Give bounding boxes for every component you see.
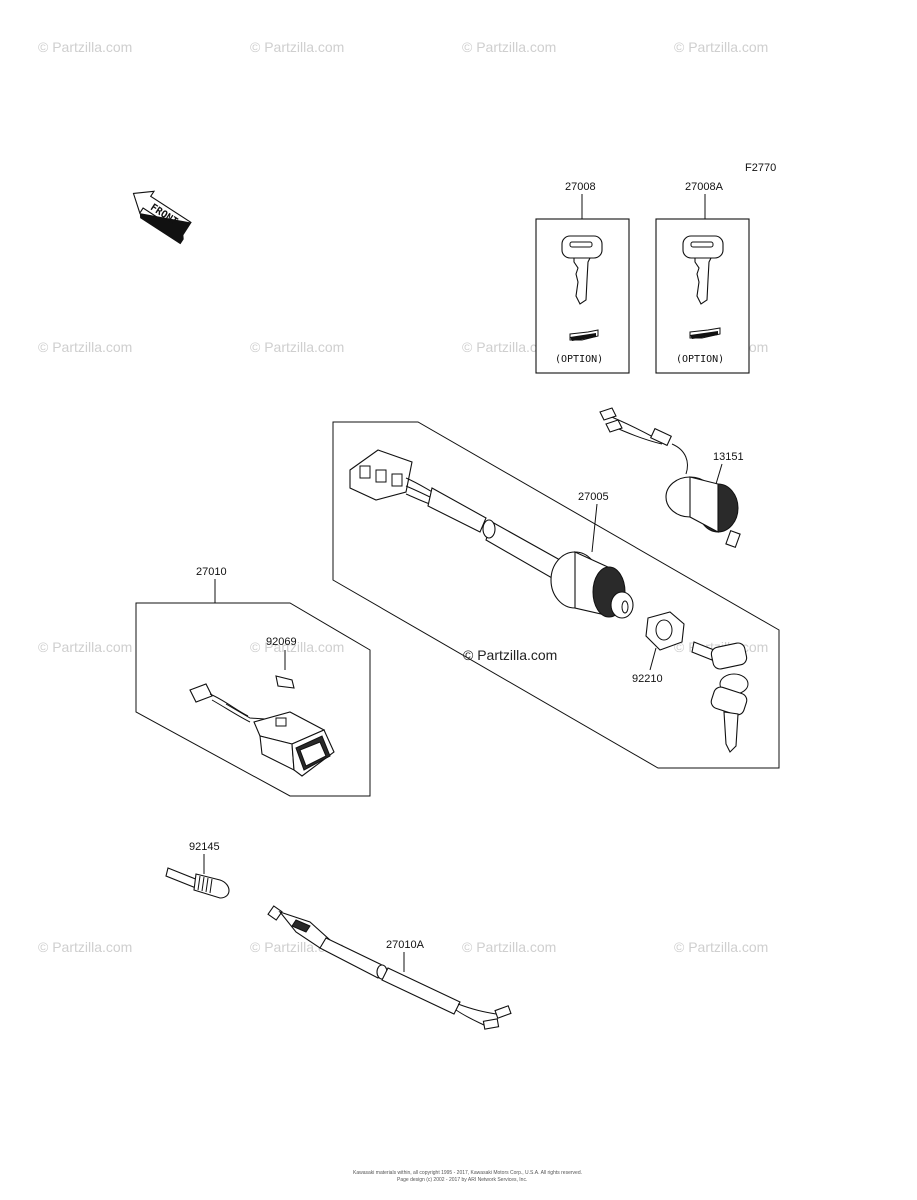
bulb-92145: 92145 (165, 841, 230, 899)
watermark: © Partzilla.com (250, 39, 344, 55)
ignition-assembly-frame (332, 421, 780, 769)
switch-27010-frame (135, 602, 371, 797)
watermark: © Partzilla.com (462, 39, 556, 55)
part-label-27005: 27005 (578, 491, 609, 503)
watermark: © Partzilla.com (250, 339, 344, 355)
switch-27010: 27010 92069 (135, 566, 371, 797)
watermark: © Partzilla.com (674, 939, 768, 955)
watermark: © Partzilla.com (462, 939, 556, 955)
ignition-cap-13151: 13151 (599, 407, 744, 548)
part-label-92145: 92145 (189, 841, 220, 853)
option-label: (OPTION) (676, 354, 724, 365)
key-icon (682, 235, 724, 305)
nut-92210: 92210 (632, 611, 685, 685)
part-label-13151: 13151 (713, 451, 744, 463)
ignition-switch-27005: 27005 (349, 449, 634, 619)
watermark: © Partzilla.com (38, 639, 132, 655)
part-label-92210: 92210 (632, 673, 663, 685)
key-27008a-group: 27008A (OPTION) (655, 181, 750, 374)
watermark: © Partzilla.com (250, 639, 344, 655)
part-label-27010a: 27010A (386, 939, 425, 951)
footer-page-design: Page design (c) 2002 - 2017 by ARI Netwo… (397, 1177, 527, 1183)
watermark: © Partzilla.com (38, 339, 132, 355)
option-label: (OPTION) (555, 354, 603, 365)
part-label-92069: 92069 (266, 636, 297, 648)
part-label-27008a: 27008A (685, 181, 724, 193)
center-watermark: © Partzilla.com (463, 647, 557, 663)
footer-copyright: Kawasaki materials within, all copyright… (353, 1170, 582, 1176)
part-label-27008: 27008 (565, 181, 596, 193)
watermark: © Partzilla.com (462, 339, 556, 355)
key-icon (561, 235, 603, 305)
key-pair-icon (691, 641, 749, 753)
watermark: © Partzilla.com (38, 939, 132, 955)
watermark-grid: © Partzilla.com © Partzilla.com © Partzi… (38, 39, 768, 955)
key-blank-icon (569, 329, 599, 341)
front-arrow-icon: FRONT (132, 190, 192, 245)
figure-code: F2770 (745, 162, 776, 174)
part-label-27010: 27010 (196, 566, 227, 578)
key-blank-icon (689, 327, 721, 339)
watermark: © Partzilla.com (38, 39, 132, 55)
key-27008-group: 27008 (OPTION) (535, 181, 630, 374)
watermark: © Partzilla.com (674, 39, 768, 55)
wire-27010a: 27010A (267, 905, 512, 1030)
